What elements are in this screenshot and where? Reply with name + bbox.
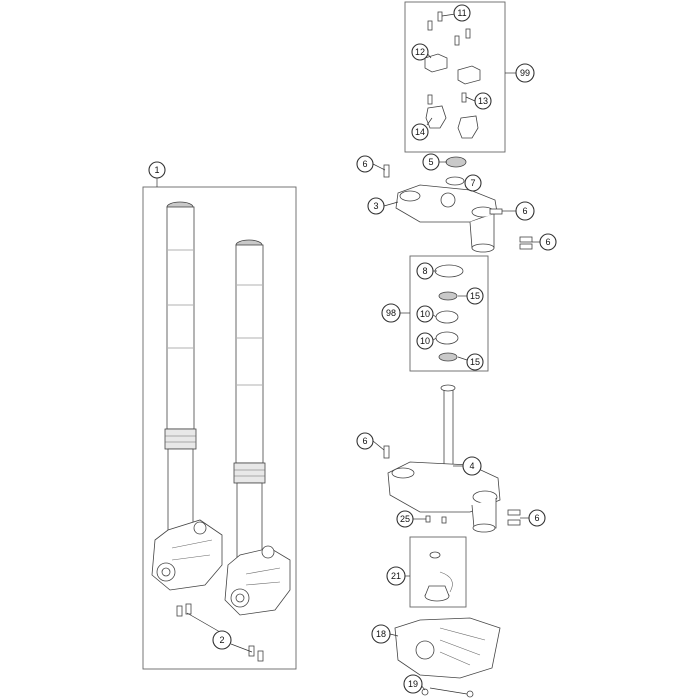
callout-21: 21	[386, 566, 406, 586]
callout-6-label: 6	[362, 159, 367, 169]
callout-2-label: 2	[219, 635, 224, 645]
callout-19: 19	[403, 674, 423, 694]
steering-damper-kit-box	[409, 536, 467, 608]
callout-11-label: 11	[457, 8, 466, 18]
callout-15-upper: 15	[466, 287, 484, 305]
callout-14-label: 14	[415, 127, 425, 137]
callout-10-label: 10	[420, 336, 430, 346]
callout-18: 18	[371, 624, 391, 644]
fork-assembly-box	[142, 186, 297, 670]
callout-6-upper-left: 6	[356, 155, 374, 173]
callout-99-label: 99	[520, 68, 530, 78]
callout-14: 14	[411, 123, 429, 141]
clamp-kit-parts	[424, 11, 481, 139]
callout-6-label: 6	[545, 237, 550, 247]
callout-3-label: 3	[373, 201, 378, 211]
clamp-kit-box	[404, 1, 506, 153]
steering-plate-bolts	[421, 688, 474, 698]
callout-25-label: 25	[400, 514, 410, 524]
callout-98: 98	[381, 303, 401, 323]
right-fork-leg	[224, 239, 291, 616]
callout-4: 4	[462, 456, 482, 476]
callout-2: 2	[212, 630, 232, 650]
callout-21-label: 21	[391, 571, 401, 581]
upper-clamp-bolts	[383, 164, 533, 250]
callout-10-lower: 10	[416, 332, 434, 350]
callout-6-lower-right: 6	[528, 509, 546, 527]
callout-19-label: 19	[408, 679, 418, 689]
callout-6-lower-left: 6	[356, 432, 374, 450]
lower-triple-clamp	[387, 384, 501, 533]
bearing-kit-box	[409, 255, 489, 372]
callout-12-label: 12	[415, 47, 425, 57]
bearing-kit-parts	[434, 264, 464, 362]
left-fork-leg	[151, 201, 223, 591]
callout-15-label: 15	[470, 291, 480, 301]
callout-99: 99	[515, 63, 535, 83]
callout-6-label: 6	[522, 206, 527, 216]
callout-6-upper-right: 6	[515, 201, 535, 221]
upper-clamp-nut	[445, 156, 467, 186]
callout-25: 25	[396, 510, 414, 528]
callout-98-label: 98	[386, 308, 396, 318]
callout-5: 5	[422, 153, 440, 171]
leader-lines	[156, 12, 540, 695]
callout-3: 3	[367, 197, 385, 215]
steering-damper-parts	[424, 551, 453, 602]
callout-6-label: 6	[534, 513, 539, 523]
callout-5-label: 5	[428, 157, 433, 167]
callout-13: 13	[474, 92, 492, 110]
callout-1-label: 1	[154, 165, 159, 175]
callout-7: 7	[464, 174, 482, 192]
callout-4-label: 4	[469, 461, 474, 471]
callout-8-label: 8	[422, 266, 427, 276]
callout-10-label: 10	[420, 309, 430, 319]
callout-13-label: 13	[478, 96, 488, 106]
callout-15-lower: 15	[466, 353, 484, 371]
callout-8: 8	[416, 262, 434, 280]
callout-10-upper: 10	[416, 305, 434, 323]
callout-12: 12	[411, 43, 429, 61]
callout-6-upper-far-right: 6	[539, 233, 557, 251]
callout-1: 1	[148, 161, 166, 179]
callout-15-label: 15	[470, 357, 480, 367]
upper-triple-clamp	[395, 184, 498, 253]
callout-11: 11	[453, 4, 471, 22]
callout-7-label: 7	[470, 178, 475, 188]
steering-plate	[394, 617, 501, 679]
callout-18-label: 18	[376, 629, 386, 639]
callout-6-label: 6	[362, 436, 367, 446]
